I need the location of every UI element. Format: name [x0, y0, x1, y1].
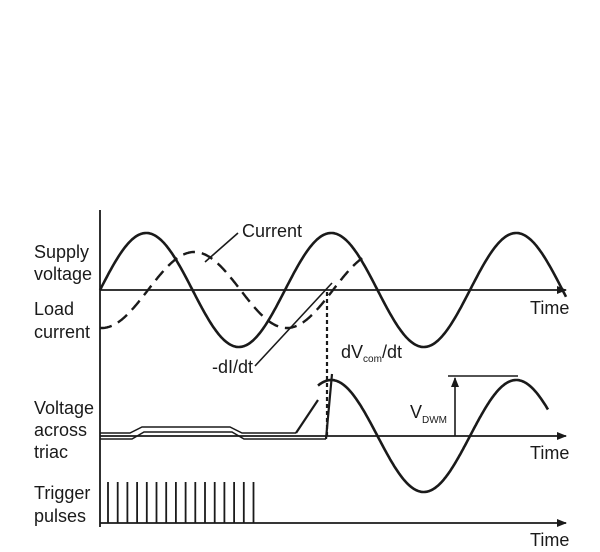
current-leader-line: [204, 232, 239, 263]
dv-com-tail: /dt: [382, 342, 402, 362]
supply-voltage-waveform: [98, 231, 568, 349]
vdwm-subscript: DWM: [422, 415, 447, 426]
time-label-middle: Time: [530, 443, 569, 463]
dv-com-dt-rise-line: [324, 373, 334, 440]
voltage-across-label-line3: triac: [34, 442, 68, 462]
dv-com-dt-label: dVcom/dt: [341, 342, 402, 365]
voltage-across-label-line2: across: [34, 420, 87, 440]
voltage-across-label-line1: Voltage: [34, 398, 94, 418]
dv-com-main: dV: [341, 342, 363, 362]
time-label-bottom: Time: [530, 530, 569, 550]
current-label: Current: [242, 221, 302, 241]
triac-voltage-conduction-outer: [100, 426, 296, 434]
vdwm-label: VDWM: [410, 402, 447, 426]
load-current-label-line2: current: [34, 322, 90, 342]
di-dt-tangent-line: [254, 282, 333, 367]
time-label-top: Time: [530, 298, 569, 318]
load-current-label-line1: Load: [34, 299, 74, 319]
load-current-waveform: [99, 250, 367, 330]
triac-voltage-waveform: [317, 378, 550, 494]
vdwm-main: V: [410, 402, 422, 422]
trigger-pulses-label-line1: Trigger: [34, 483, 90, 503]
trigger-pulse-train: [107, 482, 255, 523]
supply-voltage-label-line2: voltage: [34, 264, 92, 284]
triac-voltage-rise: [295, 399, 319, 434]
dv-com-subscript: com: [363, 354, 382, 365]
trigger-pulses-label-line2: pulses: [34, 506, 86, 526]
triac-voltage-conduction-inner: [100, 431, 326, 440]
supply-voltage-label-line1: Supply: [34, 242, 89, 262]
di-dt-label: -dI/dt: [212, 357, 253, 377]
